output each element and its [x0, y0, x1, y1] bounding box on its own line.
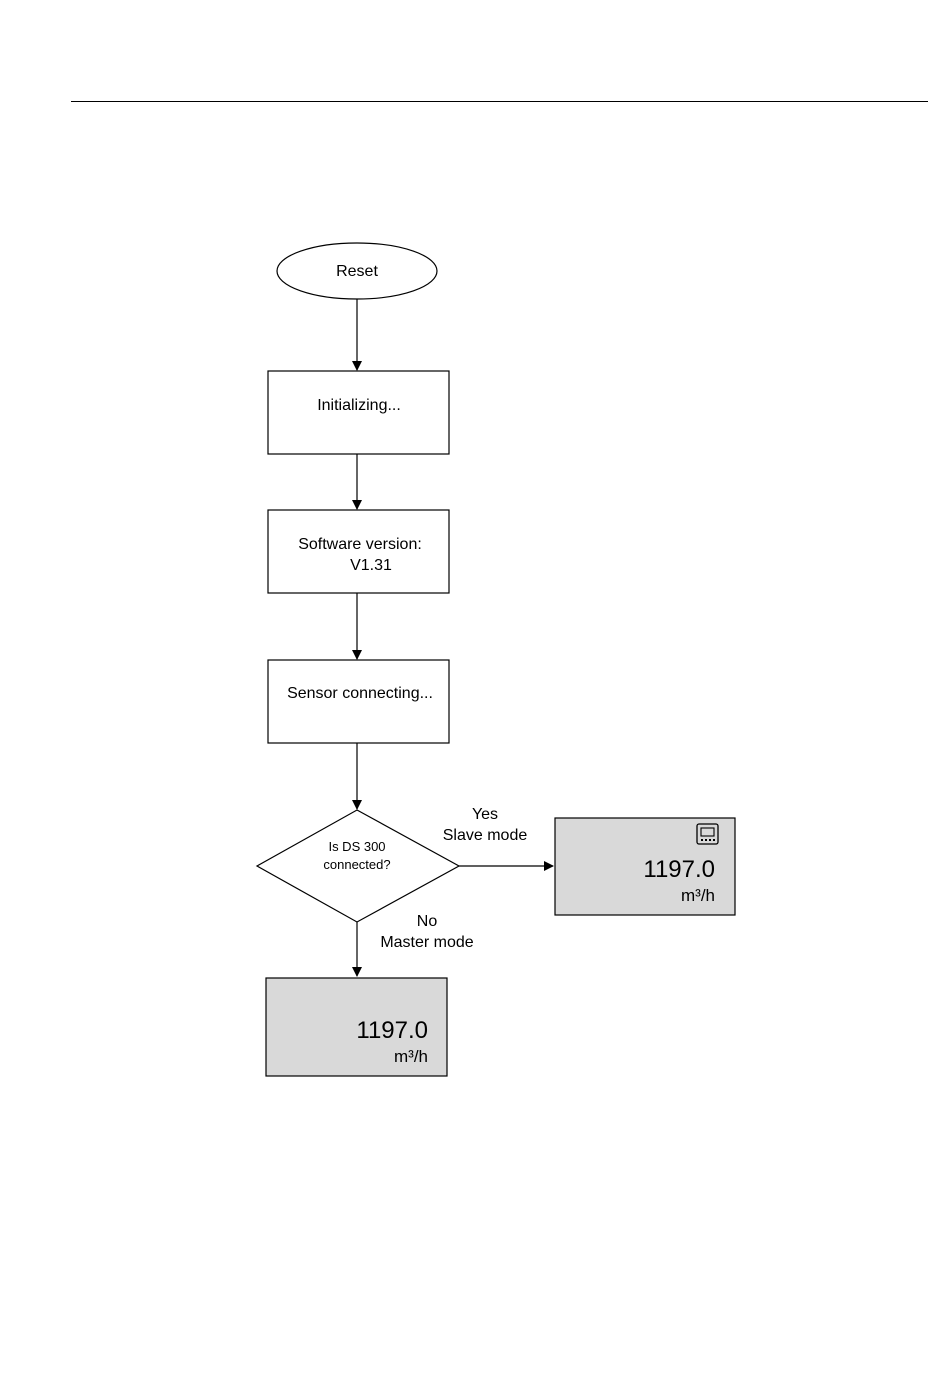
master-display-unit: m³/h [394, 1047, 428, 1066]
yes-label: Yes [472, 806, 498, 823]
step-software-version-label: Software version: [298, 536, 422, 553]
master-display-value: 1197.0 [356, 1017, 428, 1044]
master-mode-label: Master mode [380, 934, 473, 951]
start-label: Reset [336, 263, 378, 280]
slave-display: 1197.0 m³/h [555, 818, 735, 915]
slave-display-unit: m³/h [681, 886, 715, 905]
slave-display-value: 1197.0 [643, 856, 715, 883]
no-branch-label: No Master mode [380, 913, 473, 951]
decision-label-line1: Is DS 300 [328, 839, 385, 854]
step-initializing-label: Initializing... [317, 397, 401, 414]
step-software-version-value: V1.31 [350, 557, 392, 574]
decision-node: Is DS 300 connected? [257, 810, 459, 922]
step-sensor-connecting: Sensor connecting... [268, 660, 449, 743]
step-initializing: Initializing... [268, 371, 449, 454]
step-software-version: Software version: V1.31 [268, 510, 449, 593]
decision-label-line2: connected? [323, 857, 390, 872]
step-sensor-connecting-label: Sensor connecting... [287, 685, 433, 702]
yes-branch-label: Yes Slave mode [443, 806, 528, 844]
slave-mode-label: Slave mode [443, 827, 528, 844]
master-display: 1197.0 m³/h [266, 978, 447, 1076]
start-node: Reset [277, 243, 437, 299]
no-label: No [417, 913, 438, 930]
